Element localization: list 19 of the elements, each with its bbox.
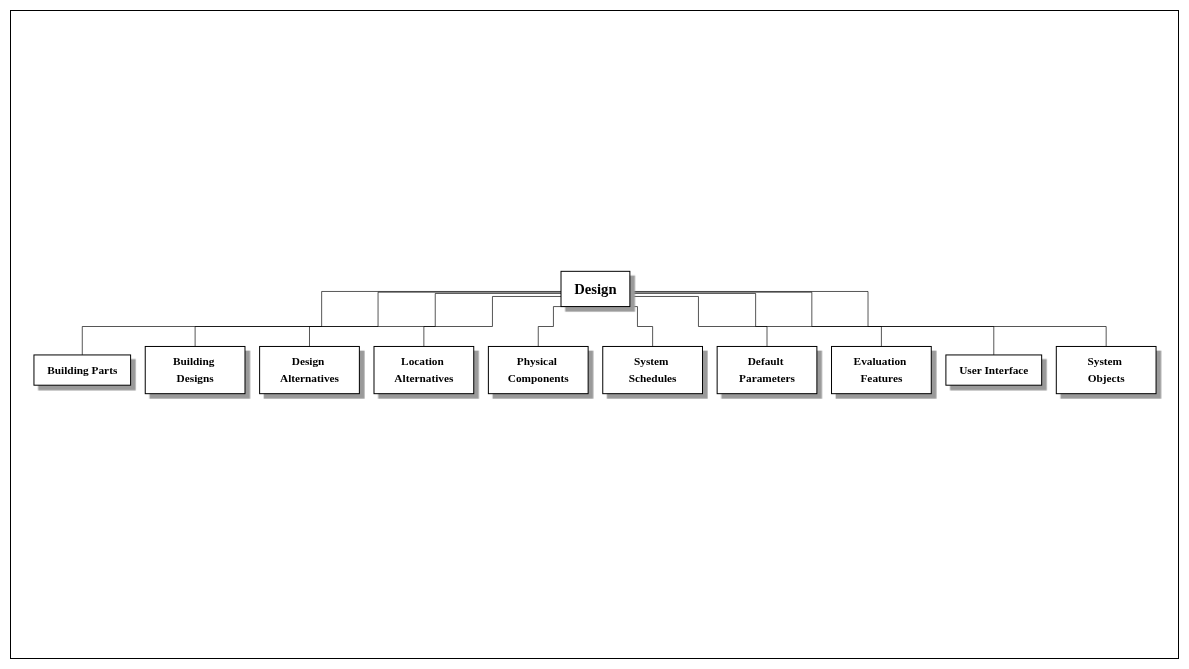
connector: [629, 293, 882, 347]
connector: [629, 291, 1106, 347]
node-box: Design: [560, 270, 630, 308]
node-box: Design Alternatives: [258, 345, 360, 395]
node-box: Location Alternatives: [373, 345, 474, 395]
node-box: System Objects: [1055, 345, 1157, 395]
node-box: Building Parts: [32, 354, 131, 386]
connector: [81, 291, 561, 356]
connector: [629, 291, 994, 356]
node-box: Building Designs: [144, 345, 245, 395]
node-box: Evaluation Features: [830, 345, 932, 395]
connector: [629, 296, 767, 347]
connector: [423, 296, 561, 347]
node-box: User Interface: [944, 354, 1042, 386]
node-box: Default Parameters: [716, 345, 817, 395]
node-box: System Schedules: [601, 345, 703, 395]
connector: [194, 291, 561, 347]
node-box: Physical Components: [487, 345, 589, 395]
connector: [308, 293, 561, 347]
